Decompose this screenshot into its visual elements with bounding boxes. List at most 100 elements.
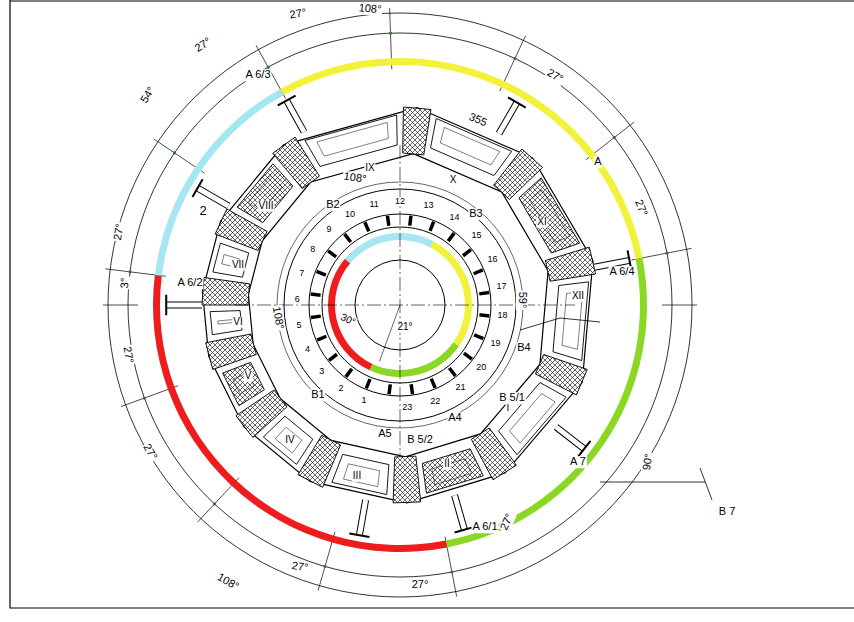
housing-segment — [440, 127, 499, 165]
callout-number: 7 — [298, 269, 305, 278]
housing-segment — [519, 178, 580, 253]
angle-dimension: 27° — [544, 66, 566, 85]
dimension-tick — [513, 57, 516, 60]
inner-tooth — [317, 271, 326, 275]
extension-line — [662, 305, 697, 306]
inner-tooth — [328, 251, 336, 257]
coloured-arc — [370, 342, 459, 377]
housing-segment — [432, 459, 472, 485]
coloured-arc — [328, 259, 373, 371]
inner-tooth — [389, 384, 390, 394]
bracket — [455, 495, 465, 530]
angle-dimension: 27° — [632, 197, 650, 219]
angle-dimension: 27° — [411, 579, 430, 591]
bracket-plate — [192, 179, 202, 197]
coloured-arc — [153, 275, 447, 552]
bracket — [359, 500, 365, 535]
bracket — [556, 427, 584, 449]
segment-numeral: X — [449, 175, 458, 186]
bracket — [499, 102, 517, 133]
drawing-lines — [10, 0, 854, 608]
callout-number: 12 — [394, 197, 406, 206]
bracket-plate — [278, 96, 296, 106]
callout-number: 20 — [475, 364, 487, 373]
joint-block — [494, 149, 543, 199]
angle-dimension: 108° — [214, 571, 241, 593]
extension-line — [103, 305, 138, 306]
callout-number: 13 — [422, 201, 434, 210]
housing-segment — [499, 383, 567, 455]
segment-numeral: III — [352, 471, 362, 482]
housing-segment — [213, 243, 249, 277]
dimension-tick — [665, 251, 668, 254]
inner-tooth — [365, 222, 369, 231]
bracket — [166, 302, 202, 309]
housing-segment — [553, 282, 589, 361]
housing-segment — [422, 449, 483, 493]
inner-tooth — [311, 294, 321, 295]
joint-block — [202, 277, 249, 305]
inner-tooth — [431, 379, 435, 388]
housing-segment — [263, 416, 313, 464]
housing-segment — [431, 118, 512, 175]
inner-tooth — [411, 384, 412, 394]
segment-numeral: I — [506, 403, 511, 414]
part-label: B 7 — [718, 506, 737, 518]
part-label: A5 — [377, 428, 392, 440]
frame-line — [10, 0, 854, 608]
part-label: B4 — [516, 342, 531, 354]
length-dimension: 355 — [466, 111, 489, 129]
part-label: A — [593, 156, 602, 168]
angle-dimension: 90° — [641, 452, 656, 472]
housing-segment — [343, 464, 379, 487]
housing-outline — [202, 108, 592, 503]
angle-dimension: 27° — [290, 560, 310, 575]
dimension-tick — [389, 32, 392, 35]
bracket — [287, 100, 304, 131]
angle-dimension: 27° — [121, 345, 136, 365]
inner-tooth — [474, 335, 483, 339]
segment-numeral: VIII — [257, 201, 274, 212]
part-label: A 6/2 — [176, 277, 203, 289]
joint-block — [206, 334, 257, 369]
coloured-arc — [446, 258, 647, 548]
angle-dimension: 27° — [112, 222, 127, 242]
coloured-arc — [431, 241, 472, 346]
callout-number: 8 — [309, 246, 316, 255]
part-label: B 5/2 — [406, 434, 434, 446]
joint-block — [298, 435, 341, 487]
coloured-arc — [345, 233, 434, 263]
segment-numeral: XII — [571, 291, 585, 302]
angle-line — [379, 305, 400, 361]
callout-number: 5 — [296, 321, 303, 330]
callout-number: 3 — [318, 367, 325, 376]
part-label: B1 — [310, 389, 325, 401]
dimension-tick — [450, 570, 453, 573]
dimension-tick — [267, 66, 270, 69]
callout-number: 19 — [489, 339, 501, 348]
inner-tooth — [430, 222, 434, 231]
callout-number: 23 — [401, 403, 413, 412]
inner-tooth — [474, 270, 483, 274]
callout-number: 14 — [449, 213, 461, 222]
housing-segment — [530, 190, 570, 243]
callout-number: 6 — [294, 295, 301, 304]
part-label: A 6/3 — [244, 69, 271, 81]
segment-numeral: II — [443, 459, 451, 470]
angle-dimension: 27° — [192, 35, 214, 55]
callout-number: 1 — [360, 397, 367, 406]
housing-segment — [237, 164, 293, 223]
dimension-circle — [108, 13, 692, 597]
bracket-plate — [349, 533, 369, 537]
joint-block — [545, 247, 595, 281]
housing-segment — [248, 176, 282, 212]
part-label: A4 — [447, 412, 462, 424]
bracket — [556, 427, 584, 449]
callout-number: 15 — [471, 231, 483, 240]
inner-tooth — [317, 336, 326, 340]
callout-number: 21 — [455, 384, 467, 393]
inner-tooth — [479, 292, 489, 293]
inner-tooth — [449, 368, 455, 376]
segment-numeral: VI — [232, 317, 243, 328]
